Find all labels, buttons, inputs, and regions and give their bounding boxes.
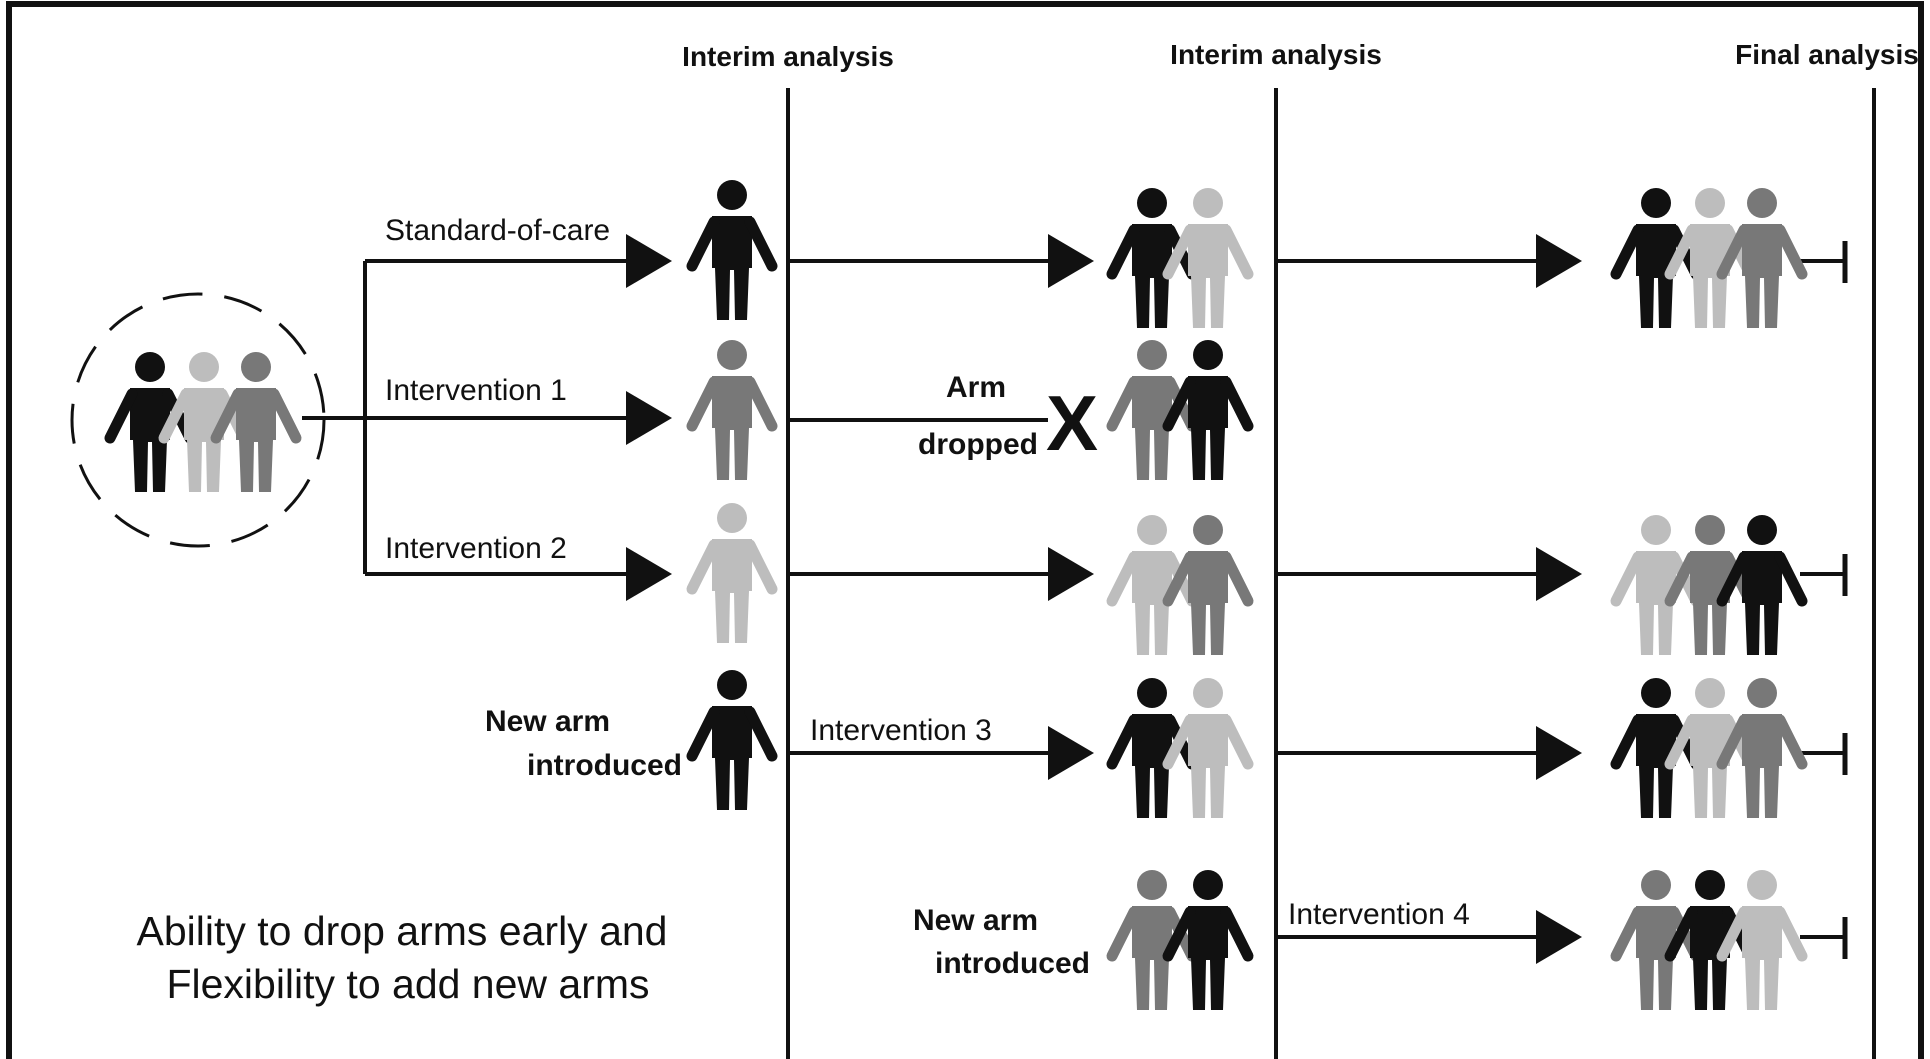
person-icon (1106, 678, 1198, 818)
final-analysis-label: Final analysis (1735, 39, 1919, 70)
person-icon (1716, 515, 1808, 655)
interim-analysis-2-label: Interim analysis (1170, 39, 1382, 70)
person-icon (1106, 870, 1198, 1010)
new-arm-2-label-line2: introduced (935, 947, 1090, 980)
person-icon (1664, 870, 1756, 1010)
caption-line-1: Ability to drop arms early and (137, 908, 668, 954)
person-icon (1162, 188, 1254, 328)
person-icon (1664, 515, 1756, 655)
person-icon (686, 340, 778, 480)
person-icon (1162, 678, 1254, 818)
person-icon (686, 180, 778, 320)
arrowhead (1048, 547, 1094, 601)
arrowhead (626, 391, 672, 445)
arm-dropped-label-line2: dropped (918, 428, 1038, 461)
arrowhead (1536, 910, 1582, 964)
person-icon (686, 503, 778, 643)
figure-frame (6, 1, 1924, 1059)
arrowhead (1048, 234, 1094, 288)
person-icon (210, 352, 302, 492)
arrowhead (626, 547, 672, 601)
arrowheads (626, 234, 1582, 964)
new-arm-1-label-line2: introduced (527, 749, 682, 782)
caption-line-2: Flexibility to add new arms (166, 961, 649, 1007)
standard-of-care-label: Standard-of-care (385, 214, 610, 247)
arrowhead (1536, 547, 1582, 601)
arrowhead (1536, 234, 1582, 288)
person-icon (1162, 870, 1254, 1010)
person-icon (158, 352, 250, 492)
intervention-3-label: Intervention 3 (810, 714, 992, 747)
arm-dropped-label-line1: Arm (946, 371, 1006, 404)
person-icon (686, 670, 778, 810)
interim-analysis-1-label: Interim analysis (682, 41, 894, 72)
person-icon (1664, 188, 1756, 328)
person-icon (1162, 515, 1254, 655)
person-icon (1664, 678, 1756, 818)
person-icon (1162, 340, 1254, 480)
new-arm-1-label-line1: New arm (485, 705, 610, 738)
intervention-4-label: Intervention 4 (1288, 898, 1470, 931)
drop-x-mark: X (1046, 379, 1098, 467)
people-layer (104, 180, 1808, 1010)
person-icon (1106, 188, 1198, 328)
arrowhead (1536, 726, 1582, 780)
intervention-1-label: Intervention 1 (385, 374, 567, 407)
branch-connector (302, 261, 367, 574)
person-icon (1716, 188, 1808, 328)
person-icon (1716, 678, 1808, 818)
arrowhead (626, 234, 672, 288)
person-icon (1716, 870, 1808, 1010)
intervention-2-label: Intervention 2 (385, 532, 567, 565)
arm-flow-lines (365, 259, 1845, 939)
new-arm-2-label-line1: New arm (913, 904, 1038, 937)
arrowhead (1048, 726, 1094, 780)
